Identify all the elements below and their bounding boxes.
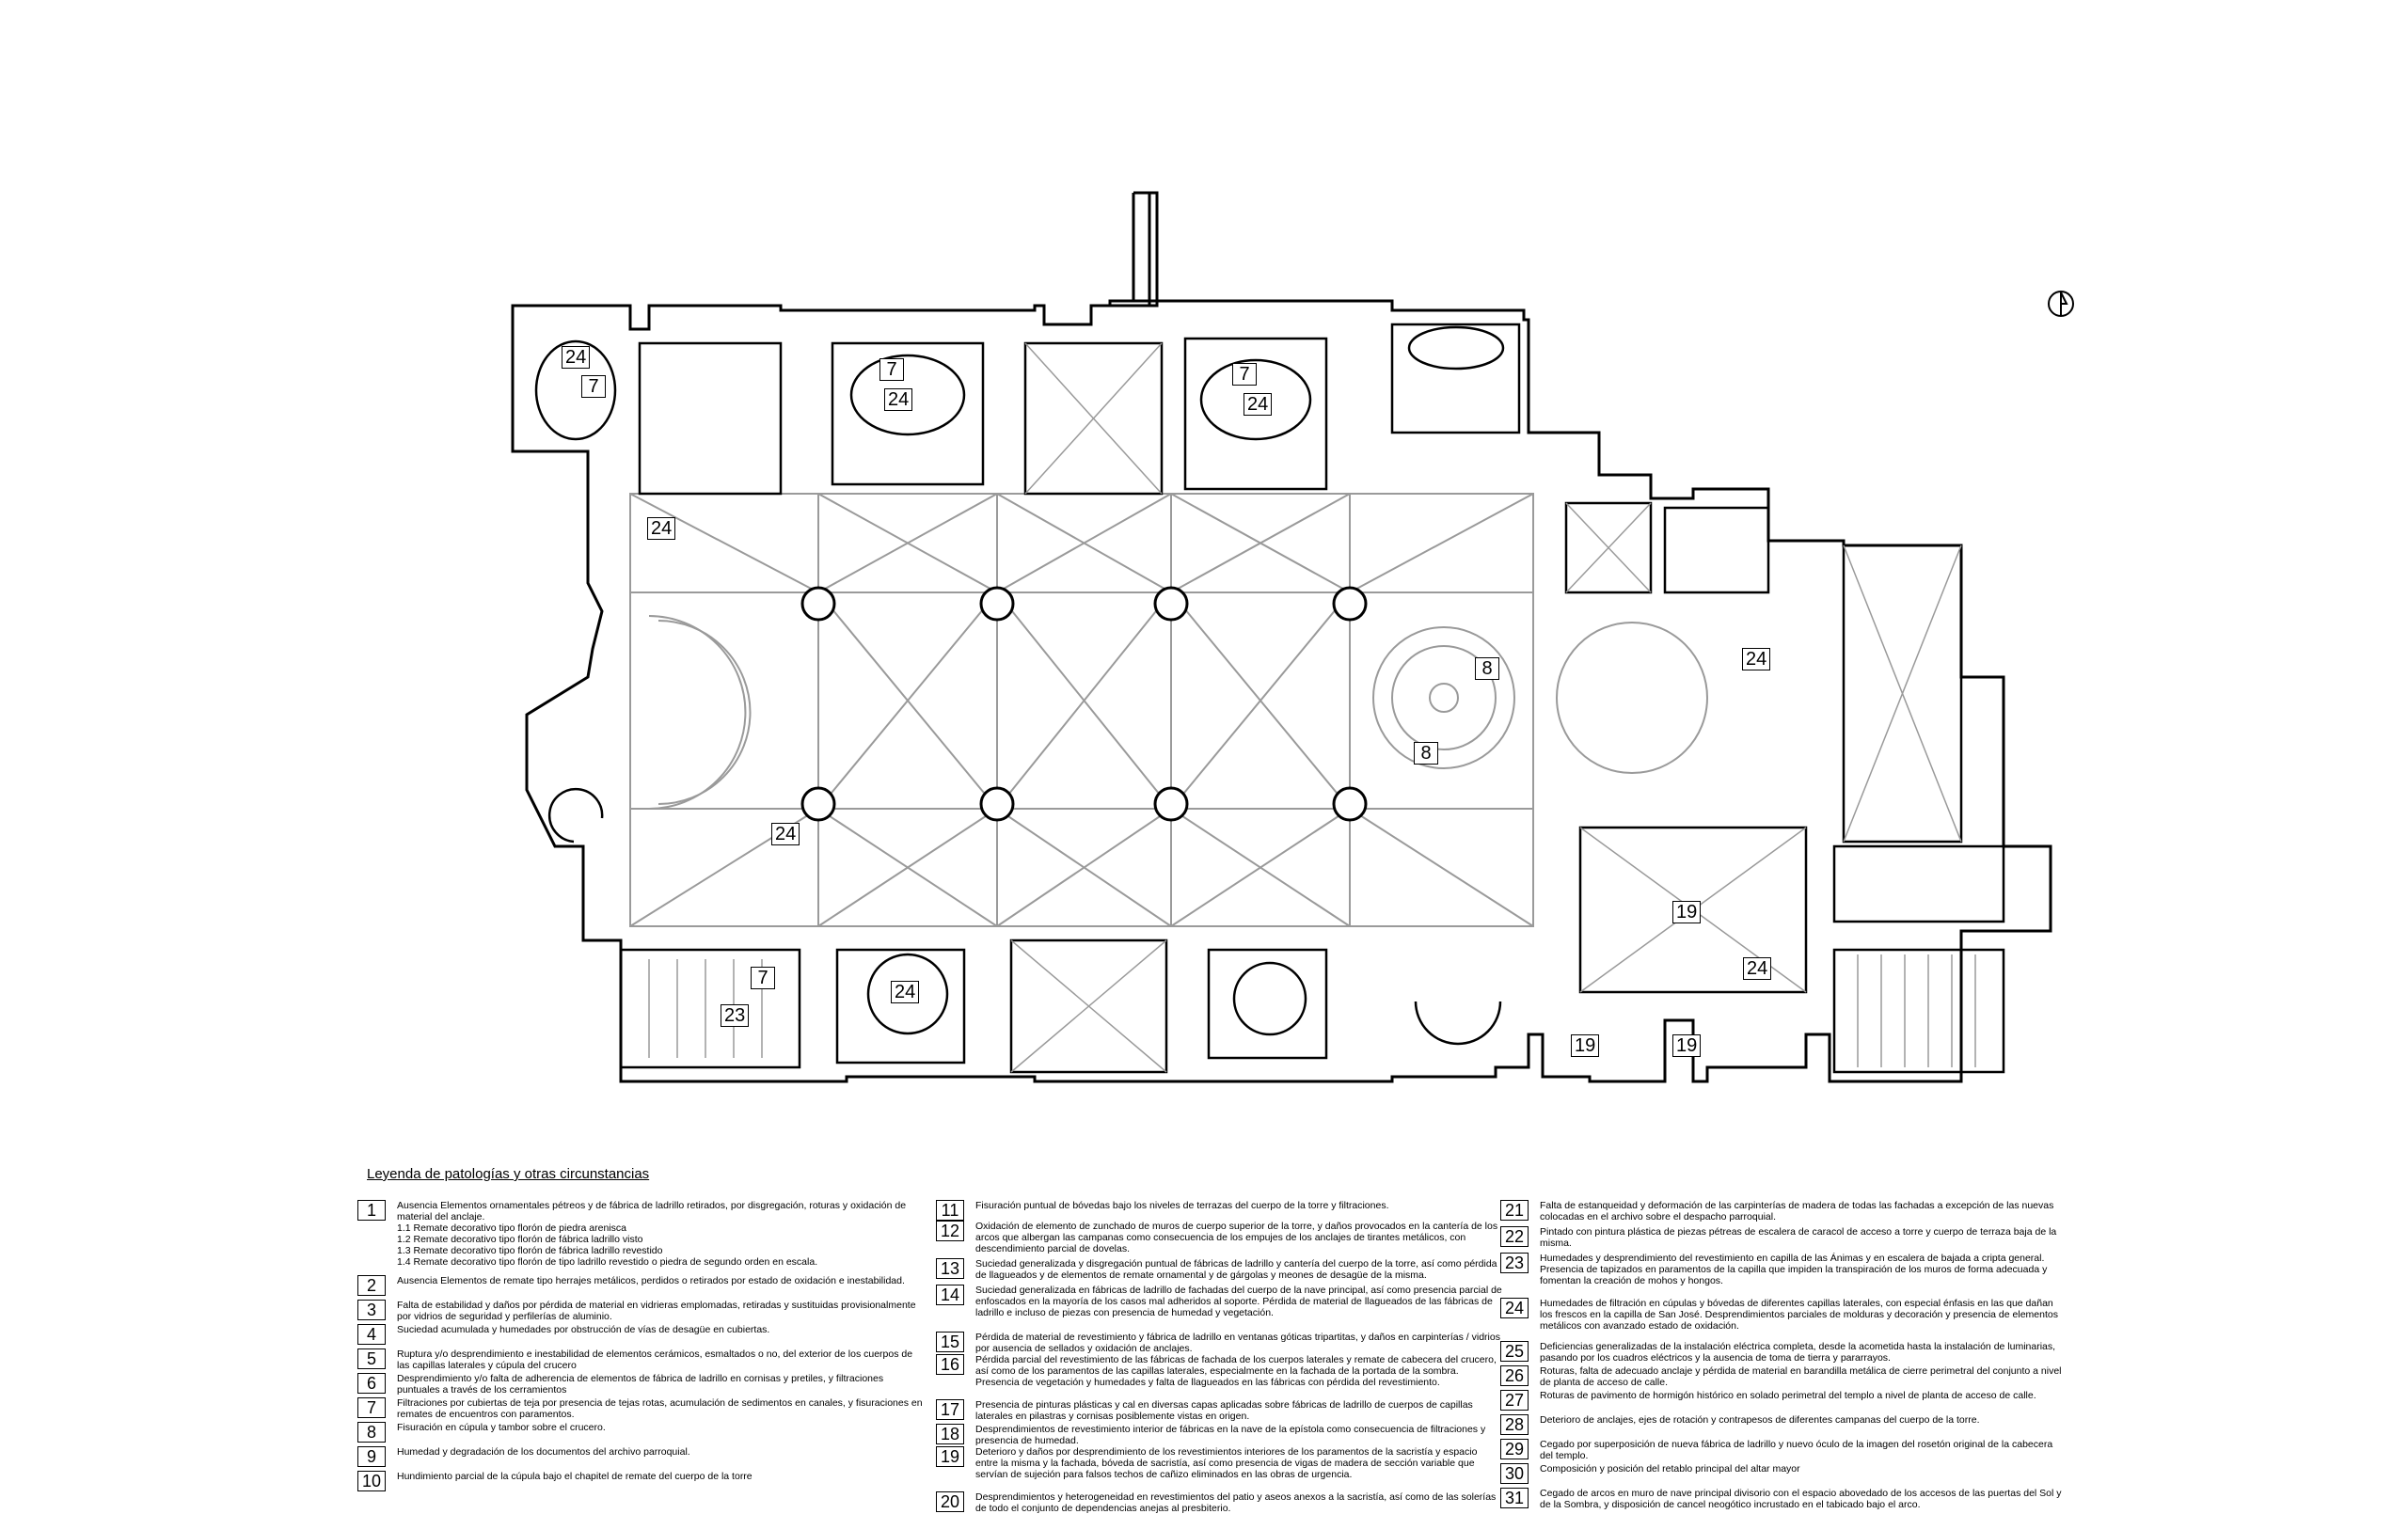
legend-text: Desprendimientos de revestimiento interi… [975, 1424, 1486, 1446]
south-chapel-vault-lines [648, 939, 1167, 1073]
legend-text: Suciedad generalizada en fábricas de lad… [975, 1285, 1502, 1318]
legend-text: Humedad y degradación de los documentos … [397, 1446, 690, 1458]
plan-tag: 19 [1672, 1034, 1702, 1057]
legend-text: Deficiencias generalizadas de la instala… [1540, 1341, 2056, 1364]
legend-text: Humedades de filtración en cúpulas y bóv… [1540, 1298, 2058, 1332]
north-chapel-vault-lines [1024, 342, 1163, 495]
legend-number: 8 [357, 1422, 386, 1443]
legend-text: Hundimiento parcial de la cúpula bajo el… [397, 1471, 752, 1482]
plan-tag: 7 [1232, 363, 1257, 386]
plan-tag: 7 [879, 358, 904, 381]
plan-tag: 19 [1672, 901, 1702, 923]
legend-text: Roturas, falta de adecuado anclaje y pér… [1540, 1365, 2062, 1388]
legend-text: Suciedad acumulada y humedades por obstr… [397, 1324, 770, 1335]
plan-tag: 19 [1571, 1034, 1600, 1057]
plan-tag: 24 [891, 981, 920, 1003]
legend-number: 11 [936, 1200, 964, 1221]
legend-text: Desprendimiento y/o falta de adherencia … [397, 1373, 884, 1396]
east-annexes [1564, 501, 2005, 1074]
legend-number: 26 [1500, 1365, 1529, 1386]
north-arrow-icon [2048, 291, 2074, 317]
legend-text: Cegado por superposición de nueva fábric… [1540, 1439, 2053, 1461]
legend-number: 12 [936, 1221, 964, 1241]
legend-text: Presencia de pinturas plásticas y cal en… [975, 1399, 1473, 1422]
legend-text: Suciedad generalizada y disgregación pun… [975, 1258, 1497, 1281]
legend-text: Falta de estabilidad y daños por pérdida… [397, 1300, 916, 1322]
apse [648, 615, 752, 810]
legend-text: Deterioro de anclajes, ejes de rotación … [1540, 1414, 1980, 1426]
legend-number: 19 [936, 1446, 964, 1467]
legend-text: Cegado de arcos en muro de nave principa… [1540, 1488, 2062, 1510]
legend: Leyenda de patologías y otras circunstan… [357, 1166, 2342, 1514]
legend-text: Composición y posición del retablo princ… [1540, 1463, 1800, 1475]
legend-number: 10 [357, 1471, 386, 1491]
legend-text: Ruptura y/o desprendimiento e inestabili… [397, 1348, 913, 1371]
plan-tag: 24 [1244, 393, 1273, 416]
legend-title: Leyenda de patologías y otras circunstan… [367, 1166, 650, 1182]
plan-tag: 7 [751, 967, 775, 989]
legend-number: 28 [1500, 1414, 1529, 1435]
legend-number: 2 [357, 1275, 386, 1296]
legend-number: 23 [1500, 1253, 1529, 1273]
legend-number: 27 [1500, 1390, 1529, 1411]
plan-tag: 23 [721, 1004, 750, 1027]
legend-number: 31 [1500, 1488, 1529, 1508]
legend-text: Falta de estanqueidad y deformación de l… [1540, 1200, 2054, 1222]
legend-number: 29 [1500, 1439, 1529, 1459]
east-annex-vault-lines [1565, 502, 1976, 1067]
legend-text: Desprendimientos y heterogeneidad en rev… [975, 1491, 1497, 1514]
nave-vaults [629, 493, 1534, 927]
legend-number: 24 [1500, 1298, 1529, 1318]
legend-number: 3 [357, 1300, 386, 1320]
legend-number: 20 [936, 1491, 964, 1512]
legend-text: Fisuración en cúpula y tambor sobre el c… [397, 1422, 606, 1433]
legend-number: 5 [357, 1348, 386, 1369]
legend-text: Humedades y desprendimiento del revestim… [1540, 1253, 2048, 1286]
plan-tag: 24 [771, 823, 800, 845]
legend-number: 15 [936, 1332, 964, 1352]
nave-piers [800, 586, 1368, 822]
legend-number: 9 [357, 1446, 386, 1467]
legend-number: 13 [936, 1258, 964, 1279]
legend-text: Ausencia Elementos de remate tipo herraj… [397, 1275, 905, 1286]
legend-number: 14 [936, 1285, 964, 1305]
legend-text: Pérdida de material de revestimiento y f… [975, 1332, 1500, 1354]
plan-tag: 8 [1414, 742, 1438, 765]
legend-number: 16 [936, 1354, 964, 1375]
stair-turret [547, 787, 604, 844]
legend-text: Roturas de pavimento de hormigón históri… [1540, 1390, 2036, 1401]
legend-number: 22 [1500, 1226, 1529, 1247]
plan-tag: 24 [562, 346, 591, 369]
legend-text: Pintado con pintura plástica de piezas p… [1540, 1226, 2057, 1249]
legend-text: Filtraciones por cubiertas de teja por p… [397, 1397, 923, 1420]
plan-tag: 7 [581, 375, 606, 398]
outer-walls [511, 191, 2052, 1083]
legend-number: 6 [357, 1373, 386, 1394]
legend-number: 30 [1500, 1463, 1529, 1484]
legend-number: 25 [1500, 1341, 1529, 1362]
legend-number: 4 [357, 1324, 386, 1345]
legend-number: 18 [936, 1424, 964, 1444]
south-chapels [619, 938, 1502, 1074]
plan-tag: 24 [1743, 957, 1772, 980]
legend-number: 1 [357, 1200, 386, 1221]
plan-tag: 8 [1475, 657, 1499, 680]
church-floor-plan [511, 191, 2052, 1083]
north-chapels [534, 323, 1521, 496]
legend-number: 21 [1500, 1200, 1529, 1221]
legend-number: 17 [936, 1399, 964, 1420]
legend-text: Ausencia Elementos ornamentales pétreos … [397, 1200, 907, 1268]
legend-text: Deterioro y daños por desprendimiento de… [975, 1446, 1478, 1480]
legend-text: Fisuración puntual de bóvedas bajo los n… [975, 1200, 1389, 1211]
legend-text: Pérdida parcial del revestimiento de las… [975, 1354, 1497, 1388]
plan-tag: 24 [1742, 648, 1771, 670]
crossing-dome [1372, 622, 1708, 774]
legend-text: Oxidación de elemento de zunchado de mur… [975, 1221, 1498, 1254]
legend-number: 7 [357, 1397, 386, 1418]
plan-tag: 24 [647, 517, 676, 540]
plan-tag: 24 [884, 388, 913, 411]
